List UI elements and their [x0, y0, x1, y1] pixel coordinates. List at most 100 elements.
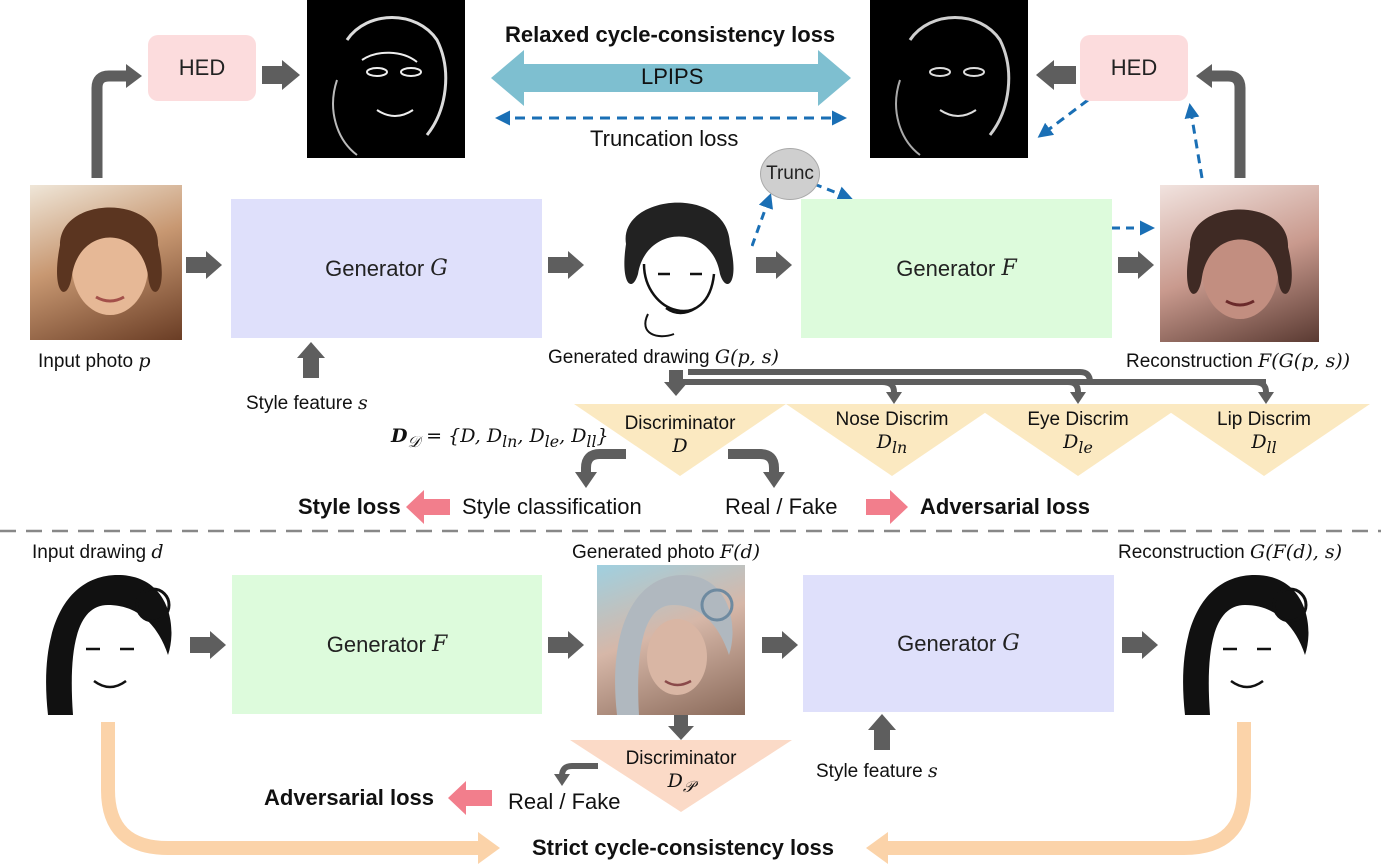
disc-set-sub: 𝒟: [407, 431, 421, 451]
input-photo-var: p: [138, 350, 151, 372]
trunc-node-label: Trunc: [766, 163, 814, 184]
disc-feed-head-eye: [1070, 392, 1086, 404]
photo-to-disc-p-shaft: [674, 714, 688, 728]
disc-lip-label: Lip Discrim Dll: [1194, 409, 1334, 457]
hed-left-box: HED: [148, 35, 256, 101]
input-to-hed-arrowhead: [126, 64, 142, 88]
disc-feed-lip: [1253, 379, 1269, 393]
adv-loss-pink-arrow: [866, 490, 908, 524]
real-fake-curve: [728, 449, 779, 474]
reconstruction-math: F(G(p, s)): [1258, 350, 1351, 372]
hed-to-edge-arrow-shaft: [262, 66, 284, 84]
hed-right-box: HED: [1080, 35, 1188, 101]
edge-map-left-sketch: [332, 16, 448, 156]
style-feature-top-var: s: [357, 392, 368, 414]
disc-nose-sym: D: [876, 431, 892, 453]
adv-loss-bottom-pink-arrow: [448, 781, 492, 815]
generator-g-bottom: Generator G: [803, 575, 1114, 712]
drawing-to-gen-f-bottom-shaft: [190, 637, 212, 653]
generated-photo-caption-text: Generated photo: [572, 542, 720, 563]
disc-eye-name: Eye Discrim: [1027, 409, 1129, 430]
input-photo-caption-text: Input photo: [38, 351, 139, 372]
disc-d-triangle: [574, 404, 786, 476]
style-loss-label: Style loss: [298, 494, 401, 519]
disc-set-ln: ln: [502, 431, 518, 451]
gen-g-to-recon-bottom-head: [1142, 631, 1158, 659]
photo-to-gen-g-head: [206, 251, 222, 279]
disc-p-name: Discriminator: [625, 748, 737, 769]
style-feature-up-head: [297, 342, 325, 358]
disc-nose-triangle: [786, 404, 998, 476]
drawing-to-trunc-dashed: [750, 193, 773, 247]
recon-to-hed-arrow: [1210, 70, 1246, 178]
disc-lip-triangle: [1158, 404, 1370, 476]
generated-drawing-math: G(p, s): [714, 346, 779, 368]
disc-feed-line-2: [688, 369, 1093, 383]
disc-eye-sym: D: [1063, 431, 1079, 453]
disc-set-ll: ll: [586, 431, 597, 451]
disc-set-symbol: D: [391, 425, 408, 447]
generated-drawing-image: [598, 184, 751, 341]
disc-p-real-fake-head: [554, 774, 570, 786]
style-feature-bottom-text: Style feature: [816, 761, 928, 782]
hed-left-label: HED: [178, 55, 226, 80]
disc-nose-label: Nose Discrim Dln: [822, 409, 962, 457]
generated-photo-caption: Generated photo F(d): [572, 541, 760, 564]
disc-p-label: Discriminator D𝒫: [611, 748, 751, 797]
relaxed-loss-title: Relaxed cycle-consistency loss: [505, 22, 836, 47]
recon-to-hed-arrowhead: [1196, 64, 1212, 88]
edge-map-right-image: [870, 0, 1028, 158]
photo-to-gen-g-bottom-head: [782, 631, 798, 659]
style-feature-bottom-var: s: [927, 760, 938, 782]
disc-nose-sub: ln: [891, 437, 908, 457]
reconstruction-drawing-sketch: [1183, 575, 1309, 715]
reconstruction-bottom-text: Reconstruction: [1118, 542, 1251, 563]
generator-g-bottom-label: Generator: [897, 630, 997, 656]
adversarial-loss-bottom-label: Adversarial loss: [264, 785, 434, 810]
trunc-to-gen-f-dashed: [813, 182, 853, 201]
lpips-double-arrow: [491, 50, 851, 106]
disc-p-sym: D: [667, 770, 683, 792]
reconstruction-caption: Reconstruction F(G(p, s)): [1126, 350, 1350, 373]
generated-drawing-caption-text: Generated drawing: [548, 347, 715, 368]
hed-right-label: HED: [1110, 55, 1158, 80]
gen-g-to-drawing-shaft: [548, 257, 570, 273]
disc-feed-down-main: [669, 370, 683, 384]
gen-g-to-drawing-head: [568, 251, 584, 279]
strict-left-orange-head: [478, 832, 500, 864]
generator-g-top-var: G: [430, 256, 448, 281]
hed-to-edge-dashed: [1037, 98, 1089, 138]
strict-right-orange-head: [866, 832, 888, 864]
photo-to-gen-g-bottom-shaft: [762, 637, 784, 653]
gen-g-to-recon-bottom-shaft: [1122, 637, 1144, 653]
disc-lip-sub: ll: [1266, 437, 1277, 457]
strict-loss-label: Strict cycle-consistency loss: [532, 835, 835, 860]
style-feature-top-text: Style feature: [246, 393, 358, 414]
strict-right-orange: [884, 722, 1251, 855]
disc-d-sym: D: [672, 435, 688, 457]
hed-right-to-edge-arrow-shaft: [1052, 66, 1076, 84]
style-classification-label: Style classification: [462, 494, 642, 519]
style-feature-up-bottom-shaft: [874, 728, 890, 750]
generated-photo-image: [597, 565, 745, 715]
generator-f-bottom: Generator F: [232, 575, 542, 714]
photo-to-gen-g-shaft: [186, 257, 208, 273]
disc-feed-head-lip: [1258, 392, 1274, 404]
disc-eye-triangle: [972, 404, 1184, 476]
generator-g-top-label: Generator: [325, 255, 425, 281]
disc-set-rhs: = {D, D: [426, 425, 503, 447]
reconstruction-drawing-image: [1165, 565, 1320, 715]
photo-to-disc-p-head: [668, 726, 694, 740]
input-photo-image: [30, 185, 182, 340]
generated-photo-math: F(d): [719, 541, 761, 563]
disc-d-name: Discriminator: [624, 413, 736, 434]
gen-f-to-recon-head: [1138, 251, 1154, 279]
edge-map-left-image: [307, 0, 465, 158]
generated-photo-face: [615, 575, 734, 715]
generated-drawing-sketch: [624, 202, 734, 338]
disc-feed-eye: [1067, 379, 1081, 393]
reconstruction-bottom-caption: Reconstruction G(F(d), s): [1118, 541, 1342, 564]
disc-p-triangle: [570, 740, 792, 812]
lpips-label: LPIPS: [641, 64, 704, 89]
